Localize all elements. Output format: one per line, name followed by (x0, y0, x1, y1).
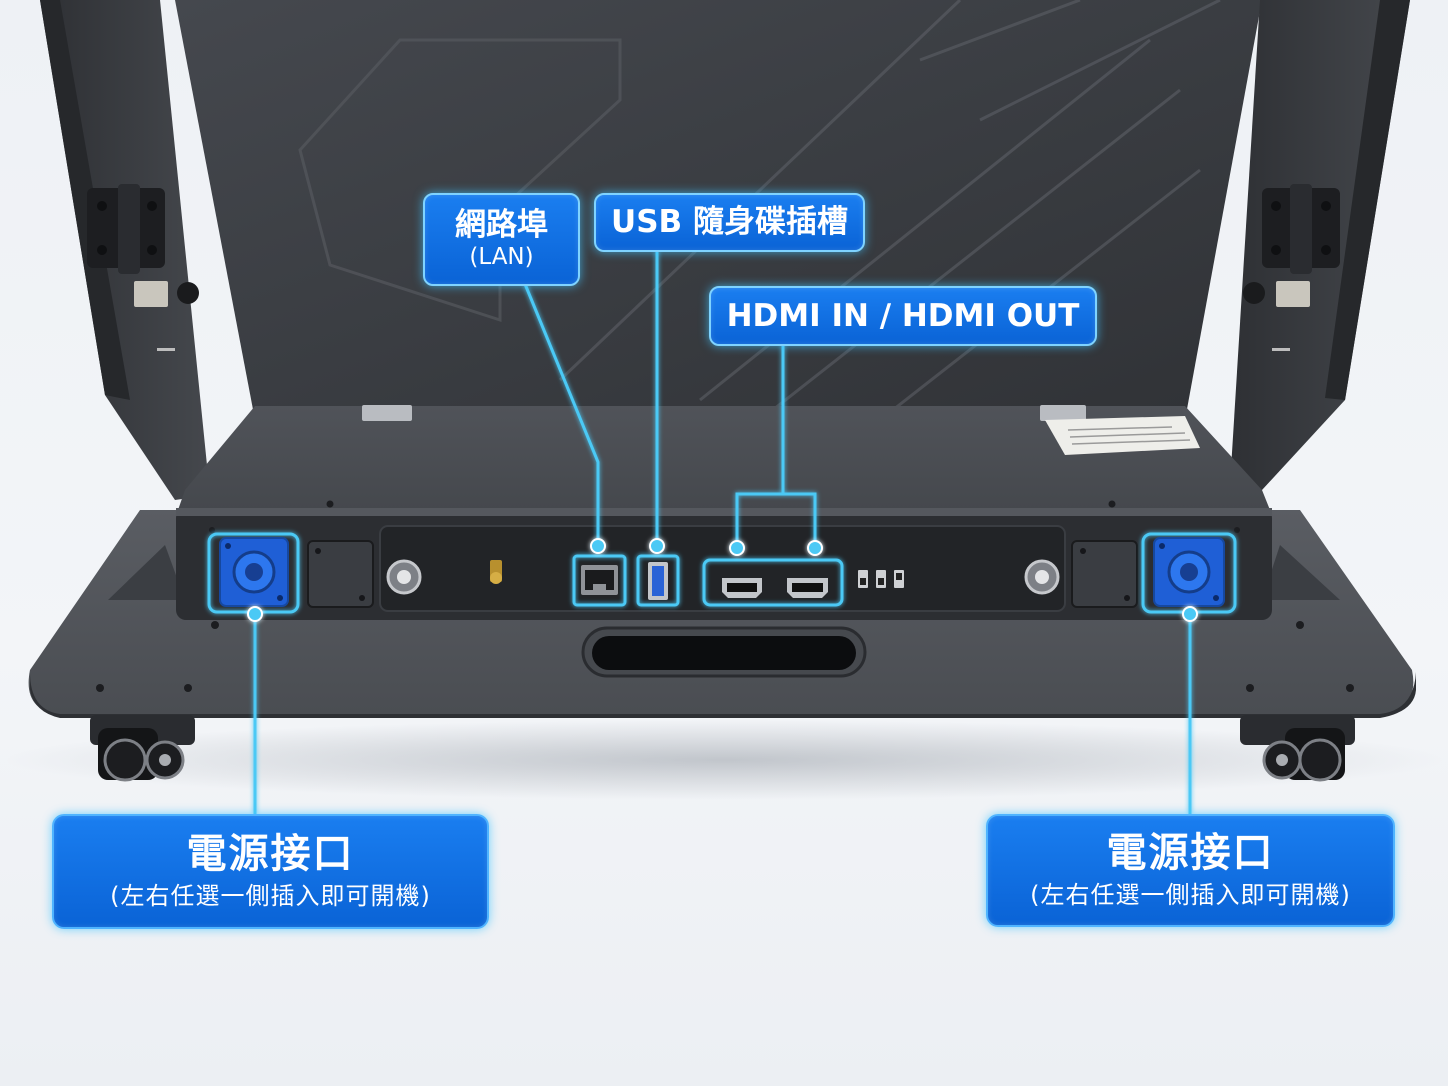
lan-callout-subtitle: (LAN) (469, 243, 534, 270)
power-right-callout-title: 電源接口 (1106, 830, 1275, 877)
leader-lines (253, 250, 1192, 814)
hdmi-callout: HDMI IN / HDMI OUT (709, 286, 1097, 346)
power-left-callout-subtitle: (左右任選一側插入即可開機) (110, 882, 431, 911)
power-right-callout: 電源接口 (左右任選一側插入即可開機) (986, 814, 1395, 927)
hdmi-port-icon[interactable] (702, 558, 844, 607)
right-caster (1240, 715, 1355, 782)
powercon-socket-icon[interactable] (207, 532, 300, 614)
lan-callout-title: 網路埠 (455, 206, 548, 243)
left-caster (90, 715, 195, 782)
lan-callout: 網路埠 (LAN) (423, 193, 580, 286)
power-left-callout: 電源接口 (左右任選一側插入即可開機) (52, 814, 489, 929)
usb-callout-title: USB 隨身碟插槽 (611, 204, 848, 241)
power-right-callout-subtitle: (左右任選一側插入即可開機) (1030, 881, 1351, 910)
hdmi-callout-title: HDMI IN / HDMI OUT (726, 297, 1080, 334)
usb-callout: USB 隨身碟插槽 (594, 193, 865, 252)
powercon-socket-icon[interactable] (1141, 532, 1237, 614)
right-door (1230, 0, 1410, 490)
power-left-callout-title: 電源接口 (186, 831, 355, 878)
left-door (40, 0, 210, 500)
control-box (176, 405, 1272, 620)
usb-port-icon[interactable] (636, 554, 680, 607)
ethernet-port-icon[interactable] (572, 554, 627, 607)
leader-dots (247, 538, 1198, 622)
